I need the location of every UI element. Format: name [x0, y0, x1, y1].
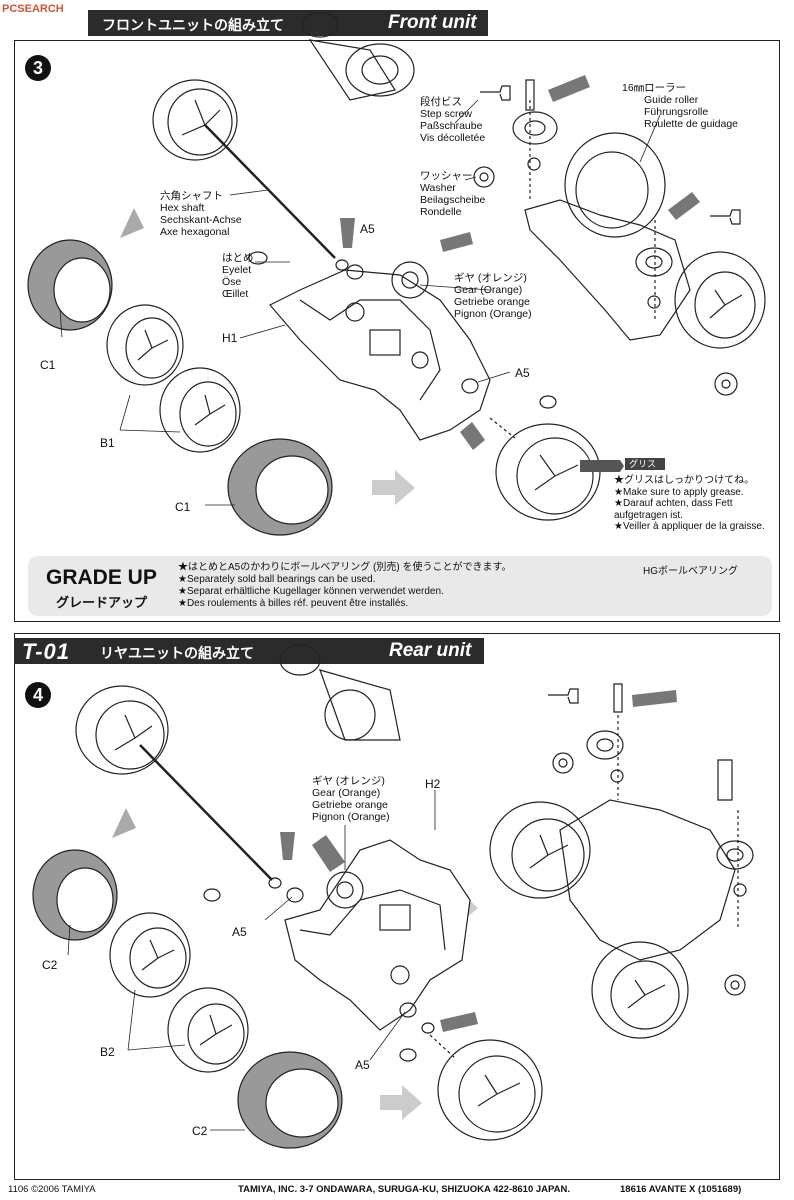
- grade-up-note: ★Des roulements à billes réf. peuvent êt…: [178, 598, 409, 609]
- rear-unit-header: T-01 リヤユニットの組み立て Rear unit: [14, 638, 484, 664]
- part-b1: B1: [100, 436, 115, 450]
- eyelet-jp: はとめ: [222, 252, 254, 264]
- step-screw-jp: 段付ビス: [420, 96, 462, 108]
- part-a5-top: A5: [232, 925, 247, 939]
- guide-roller-fr: Roulette de guidage: [644, 118, 738, 130]
- grade-up-box: GRADE UP グレードアップ ★はとめとA5のかわりにボールベアリング (別…: [28, 556, 772, 616]
- eyelet-de: Öse: [222, 276, 242, 288]
- step-screw-en: Step screw: [420, 108, 472, 120]
- grade-up-note: ★Separat erhältliche Kugellager können v…: [178, 586, 444, 597]
- rear-unit-code: T-01: [22, 639, 71, 664]
- grease-note: ★Veiller à appliquer de la graisse.: [614, 521, 765, 532]
- eyelet-fr: Œillet: [222, 288, 249, 300]
- hex-shaft-de: Sechskant-Achse: [160, 214, 242, 226]
- rear-unit-title-jp: リヤユニットの組み立て: [100, 645, 254, 661]
- footer-right: 18616 AVANTE X (1051689): [620, 1184, 742, 1195]
- grade-up-note: ★Separately sold ball bearings can be us…: [178, 574, 376, 585]
- part-c1-top: C1: [40, 358, 56, 372]
- grease-notes: ★グリスはしっかりつけてね。 ★Make sure to apply greas…: [614, 475, 765, 533]
- gear-fr: Pignon (Orange): [454, 308, 532, 320]
- gear-label: ギヤ (オレンジ) Gear (Orange) Getriebe orange …: [454, 272, 532, 320]
- eyelet-en: Eyelet: [222, 264, 252, 276]
- washer-de: Beilagscheibe: [420, 194, 486, 206]
- washer-jp: ワッシャー: [420, 170, 473, 182]
- rear-gear-label: ギヤ (オレンジ) Gear (Orange) Getriebe orange …: [312, 775, 390, 823]
- gear-jp: ギヤ (オレンジ): [454, 272, 527, 284]
- step-screw-de: Paßschraube: [420, 120, 483, 132]
- part-h2: H2: [425, 777, 441, 791]
- gear-en: Gear (Orange): [454, 284, 523, 296]
- front-unit-title-jp: フロントユニットの組み立て: [102, 17, 284, 33]
- hex-shaft-en: Hex shaft: [160, 202, 205, 214]
- grease-note: ★Make sure to apply grease.: [614, 486, 744, 498]
- rear-gear-fr: Pignon (Orange): [312, 811, 390, 823]
- part-a5-bottom: A5: [355, 1058, 370, 1072]
- rear-gear-en: Gear (Orange): [312, 787, 381, 799]
- rear-gear-jp: ギヤ (オレンジ): [312, 775, 385, 787]
- part-a5-top: A5: [360, 222, 375, 236]
- rear-unit-panel: [14, 633, 780, 1180]
- washer-label: ワッシャー Washer Beilagscheibe Rondelle: [420, 170, 485, 218]
- front-unit-panel: [14, 40, 780, 622]
- footer-center: TAMIYA, INC. 3-7 ONDAWARA, SURUGA-KU, SH…: [238, 1184, 571, 1195]
- eyelet-label: はとめ Eyelet Öse Œillet: [222, 252, 254, 300]
- step-number: 4: [25, 682, 51, 708]
- grease-note: aufgetragen ist.: [614, 509, 683, 521]
- step-screw-fr: Vis décolletée: [420, 132, 486, 144]
- front-unit-header: フロントユニットの組み立て Front unit: [88, 10, 488, 36]
- step-screw-label: 段付ビス Step screw Paßschraube Vis décollet…: [420, 96, 485, 144]
- guide-roller-jp: 16㎜ローラー: [622, 82, 687, 94]
- grade-up-subtitle: グレードアップ: [56, 595, 148, 610]
- footer-left: 1106 ©2006 TAMIYA: [8, 1184, 96, 1195]
- guide-roller-label: 16㎜ローラー Guide roller Führungsrolle Roule…: [622, 82, 738, 130]
- guide-roller-de: Führungsrolle: [644, 106, 709, 118]
- washer-en: Washer: [420, 182, 456, 194]
- part-a5-bottom: A5: [515, 366, 530, 380]
- grease-note: ★グリスはしっかりつけてね。: [614, 475, 755, 486]
- hex-shaft-jp: 六角シャフト: [160, 190, 223, 202]
- hex-shaft-label: 六角シャフト Hex shaft Sechskant-Achse Axe hex…: [160, 190, 242, 238]
- gear-de: Getriebe orange: [454, 296, 530, 308]
- part-c1-bottom: C1: [175, 500, 191, 514]
- step-number: 3: [25, 55, 51, 81]
- grease-tag: グリス: [625, 458, 665, 470]
- grade-up-title: GRADE UP: [46, 566, 157, 589]
- part-c2-bottom: C2: [192, 1124, 208, 1138]
- part-b2: B2: [100, 1045, 115, 1059]
- grease-note: ★Darauf achten, dass Fett: [614, 498, 733, 509]
- rear-gear-de: Getriebe orange: [312, 799, 388, 811]
- hex-shaft-fr: Axe hexagonal: [160, 226, 230, 238]
- guide-roller-en: Guide roller: [644, 94, 699, 106]
- washer-fr: Rondelle: [420, 206, 462, 218]
- grade-up-note: ★はとめとA5のかわりにボールベアリング (別売) を使うことができます。: [178, 562, 512, 573]
- bearing-label: HGボールベアリング: [643, 566, 738, 577]
- rear-unit-title-en: Rear unit: [389, 640, 472, 661]
- part-h1: H1: [222, 331, 238, 345]
- part-c2-top: C2: [42, 958, 58, 972]
- front-unit-title-en: Front unit: [388, 12, 477, 33]
- watermark: PCSEARCH: [2, 3, 64, 15]
